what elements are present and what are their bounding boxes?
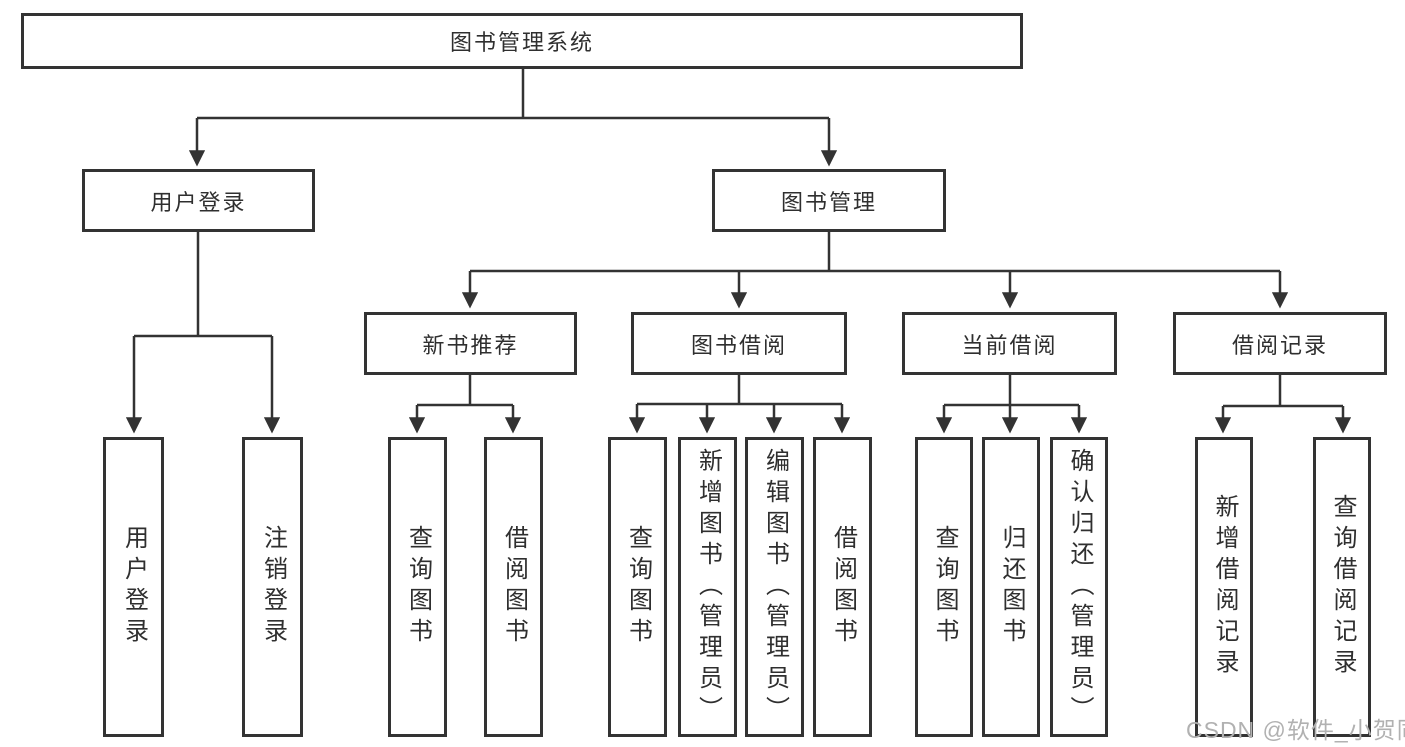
node-label: 用户登录 bbox=[150, 189, 247, 215]
node-label: 新书推荐 bbox=[422, 332, 519, 358]
leaf-borrow-books-recommend: 借阅图书 bbox=[484, 437, 543, 737]
node-label: 借阅图书 bbox=[829, 525, 857, 649]
node-current-borrowing: 当前借阅 bbox=[902, 312, 1117, 375]
node-label: 图书管理 bbox=[780, 189, 877, 215]
leaf-query-books-current: 查询图书 bbox=[915, 437, 973, 737]
node-label: 编辑图书（管理员） bbox=[761, 447, 789, 727]
node-label: 借阅图书 bbox=[500, 525, 528, 649]
node-library-management-system: 图书管理系统 bbox=[21, 13, 1023, 69]
watermark: CSDN @软件_小贺同学 bbox=[1186, 717, 1405, 743]
leaf-user-login: 用户登录 bbox=[103, 437, 164, 737]
node-label: 查询图书 bbox=[404, 525, 432, 649]
leaf-query-books-borrowing: 查询图书 bbox=[608, 437, 667, 737]
leaf-query-borrow-record: 查询借阅记录 bbox=[1313, 437, 1371, 737]
node-book-management: 图书管理 bbox=[712, 169, 946, 232]
node-new-book-recommendation: 新书推荐 bbox=[364, 312, 577, 375]
node-label: 新增图书（管理员） bbox=[694, 447, 722, 727]
node-label: 新增借阅记录 bbox=[1211, 494, 1238, 680]
node-label: 图书管理系统 bbox=[449, 30, 594, 55]
node-book-borrowing: 图书借阅 bbox=[631, 312, 847, 375]
leaf-add-books-admin: 新增图书（管理员） bbox=[678, 437, 737, 737]
leaf-confirm-return-admin: 确认归还（管理员） bbox=[1050, 437, 1108, 737]
node-label: 用户登录 bbox=[120, 525, 148, 649]
node-label: 查询图书 bbox=[931, 525, 958, 649]
node-label: 查询借阅记录 bbox=[1329, 494, 1356, 680]
node-label: 注销登录 bbox=[259, 525, 287, 649]
node-label: 当前借阅 bbox=[961, 332, 1058, 358]
connector-group bbox=[125, 69, 1352, 434]
node-label: 确认归还（管理员） bbox=[1066, 447, 1093, 727]
node-borrowing-records: 借阅记录 bbox=[1173, 312, 1387, 375]
leaf-logout-login: 注销登录 bbox=[242, 437, 303, 737]
leaf-add-borrow-record: 新增借阅记录 bbox=[1195, 437, 1253, 737]
leaf-edit-books-admin: 编辑图书（管理员） bbox=[745, 437, 804, 737]
leaf-query-books-recommend: 查询图书 bbox=[388, 437, 447, 737]
node-user-login: 用户登录 bbox=[82, 169, 315, 232]
leaf-return-books: 归还图书 bbox=[982, 437, 1040, 737]
node-label: 借阅记录 bbox=[1231, 332, 1328, 358]
node-label: 图书借阅 bbox=[690, 332, 787, 358]
leaf-borrow-books: 借阅图书 bbox=[813, 437, 872, 737]
node-label: 查询图书 bbox=[624, 525, 652, 649]
node-label: 归还图书 bbox=[998, 525, 1025, 649]
